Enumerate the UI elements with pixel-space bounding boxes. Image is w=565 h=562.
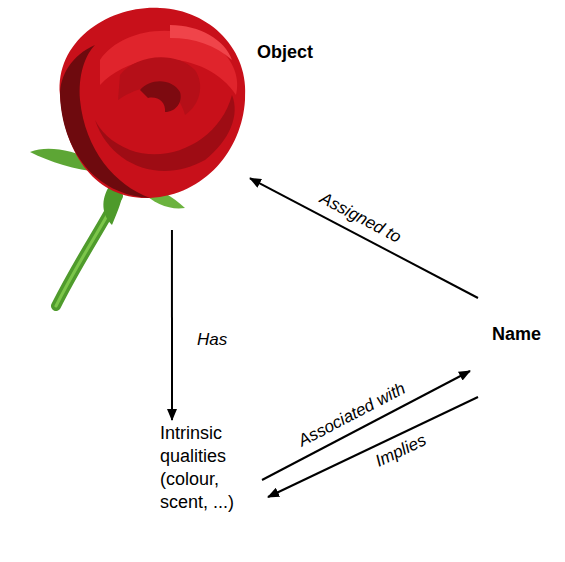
edge-label: Implies — [370, 430, 431, 473]
rose-center — [140, 81, 181, 112]
edge-label: Assigned to — [314, 188, 405, 249]
rose-petal — [118, 57, 200, 115]
rose-head — [60, 8, 246, 198]
edge-label: Associated with — [294, 377, 411, 451]
rose-highlight — [170, 25, 232, 60]
edge-label: Has — [195, 330, 229, 350]
node-text: Intrinsic qualities (colour, scent, ...) — [160, 422, 260, 514]
arrow-connector — [171, 230, 173, 420]
node-text: Name — [492, 323, 541, 346]
arrow-connector — [250, 178, 478, 298]
arrow-connector — [262, 371, 470, 480]
node-text: Object — [257, 41, 313, 64]
qualities-node: Intrinsic qualities (colour, scent, ...) — [160, 422, 260, 514]
name-node: Name — [492, 323, 541, 346]
object-node: Object — [35, 5, 250, 230]
